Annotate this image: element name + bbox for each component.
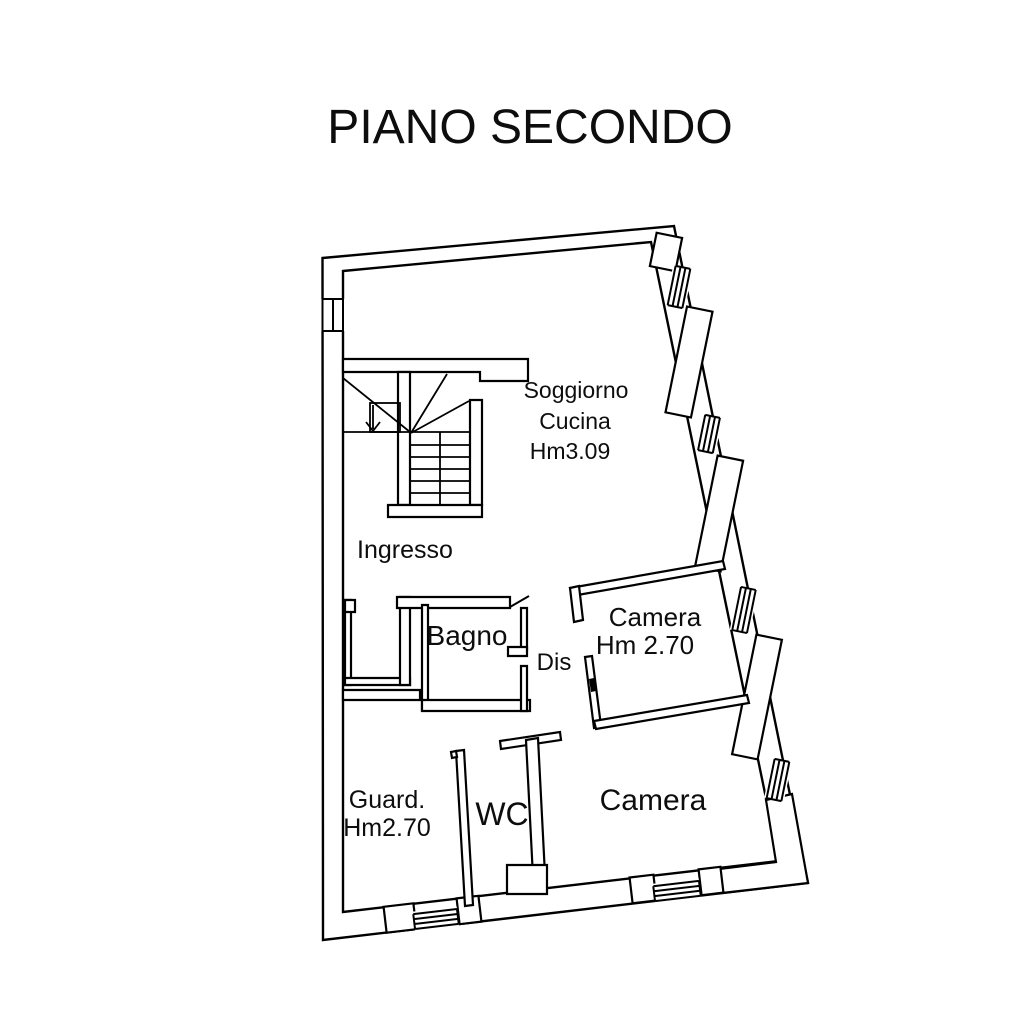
- room-label-dis: Dis: [537, 649, 572, 676]
- ingresso-closet: [343, 595, 412, 687]
- pier-top-right-corner: [648, 231, 684, 273]
- room-label-ingresso: Ingresso: [357, 536, 453, 564]
- room-label-soggiorno: Soggiorno: [524, 377, 629, 403]
- stair-bottom-wall: [386, 503, 484, 519]
- room-label-wc: WC: [475, 796, 528, 832]
- room-label-bagno: Bagno: [427, 620, 508, 651]
- pier-bottom-4: [697, 865, 725, 897]
- room-label-camera1: Camera: [609, 602, 702, 632]
- room-label-cucina: Cucina: [539, 408, 611, 434]
- bagno-door-leaf: [509, 595, 530, 608]
- stair-shaft-right-wall: [468, 398, 484, 507]
- stair-winder-lines: [342, 373, 470, 434]
- wc-walls: [449, 730, 563, 908]
- room-label-guardaroba: Guard.: [349, 786, 425, 814]
- room-height-guardaroba: Hm2.70: [343, 814, 431, 842]
- guardaroba-top-wall: [341, 688, 422, 702]
- window-right-2: [695, 413, 723, 455]
- bagno-walls: [395, 595, 532, 713]
- window-right-3: [729, 585, 759, 635]
- pier-right-1: [664, 305, 714, 419]
- window-bottom-1: [412, 906, 460, 932]
- windows: [321, 264, 792, 932]
- stair-direction-arrow: [365, 405, 381, 432]
- stair-shaft-left-wall: [396, 370, 412, 507]
- room-label-camera2: Camera: [600, 784, 707, 817]
- window-right-4: [764, 757, 792, 803]
- room-height-soggiorno: Hm3.09: [530, 438, 611, 464]
- window-right-1: [665, 264, 693, 310]
- pier-bottom-3: [628, 873, 658, 905]
- window-left-1: [321, 298, 345, 332]
- stair-top-wall: [341, 357, 530, 383]
- camera1-walls: [568, 559, 751, 731]
- plan-title: PIANO SECONDO: [327, 101, 732, 154]
- room-height-camera1: Hm 2.70: [596, 630, 694, 660]
- window-bottom-2: [652, 878, 702, 904]
- pier-bottom-1: [382, 902, 418, 934]
- stair-treads: [410, 432, 470, 505]
- stair-landing-square: [369, 402, 401, 433]
- staircase: [341, 357, 530, 519]
- camera1-door-leaf: [589, 678, 596, 692]
